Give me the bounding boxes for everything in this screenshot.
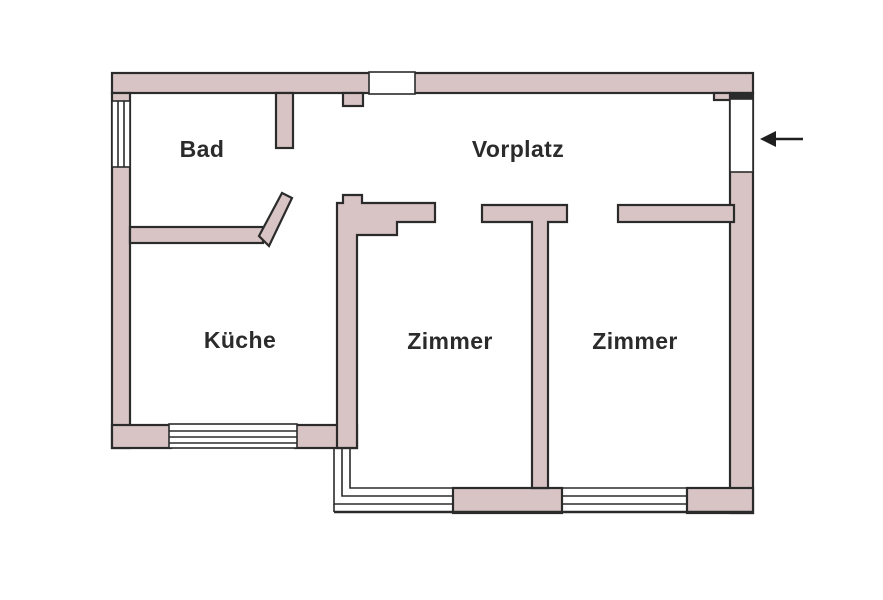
entrance-door-head: [730, 93, 753, 99]
wall-zimmer-zimmer: [480, 203, 569, 490]
wall-kueche-zimmer: [335, 193, 437, 450]
kitchen-bottom-wall-left: [110, 423, 173, 450]
entrance-arrow-head: [760, 131, 776, 147]
room-label-bad: Bad: [180, 136, 225, 162]
window-zimmer-right-glazing: [562, 487, 687, 505]
room-label-zimmer-right: Zimmer: [592, 328, 677, 354]
window-top: [368, 71, 416, 95]
room-label-zimmer-left: Zimmer: [407, 328, 492, 354]
window-left-glazing: [117, 101, 125, 167]
entrance-opening: [729, 98, 754, 173]
room-label-vorplatz: Vorplatz: [472, 136, 564, 162]
window-left: [111, 100, 131, 168]
exterior-wall-top: [110, 71, 755, 95]
corner-window-line-2: [341, 448, 453, 497]
wall-vorplatz-zimmer: [616, 203, 736, 224]
window-kitchen-glazing: [169, 430, 297, 444]
bad-door-leaf: [257, 191, 294, 248]
entrance-jamb-step: [712, 91, 732, 102]
top-wall-door-notch: [341, 91, 365, 108]
entrance-arrow-icon: [760, 131, 803, 147]
corner-window-line-1: [349, 448, 453, 489]
room-label-kueche: Küche: [204, 327, 276, 353]
wall-bad-vorplatz-stub: [274, 91, 295, 150]
bottom-wall-pier-right: [685, 486, 755, 515]
wall-bad-bottom: [128, 225, 265, 245]
bottom-wall-pier-middle: [451, 486, 564, 515]
window-kitchen: [168, 423, 298, 449]
